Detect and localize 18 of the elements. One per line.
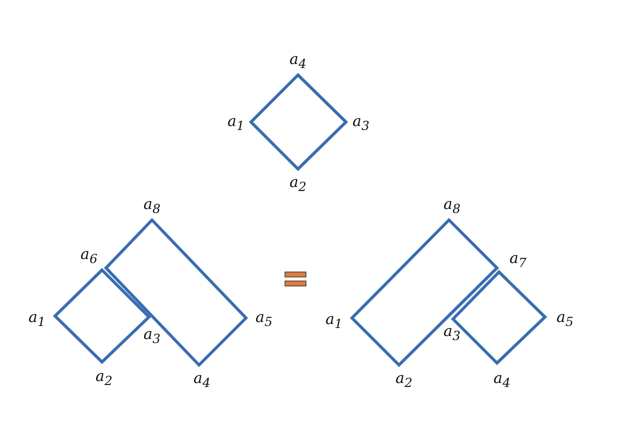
vertex-label: a$_{5}$ (256, 310, 272, 328)
vertex-label: a$_{1}$ (28, 310, 46, 328)
vertex-label: a$_{3}$ (444, 324, 460, 342)
vertex-label: a$_{2}$ (290, 174, 306, 194)
vertex-label: a$_{3}$ (352, 114, 370, 132)
vertex-label: a$_{3}$ (144, 326, 160, 346)
vertex-label: a$_{4}$ (290, 52, 306, 70)
vertex-label: a$_{4}$ (494, 370, 510, 390)
vertex-label: a$_{8}$ (144, 196, 160, 216)
vertex-label: a$_{1}$ (228, 114, 244, 132)
vertex-label: a$_{2}$ (396, 370, 412, 390)
vertex-label: a$_{2}$ (96, 368, 112, 388)
vertex-label: a$_{4}$ (194, 370, 210, 390)
vertex-label: a$_{6}$ (80, 246, 98, 266)
vertex-label: a$_{7}$ (510, 250, 526, 270)
vertex-label: a$_{5}$ (556, 310, 574, 328)
vertex-label: a$_{8}$ (444, 196, 460, 216)
vertex-label: a$_{1}$ (326, 312, 342, 330)
